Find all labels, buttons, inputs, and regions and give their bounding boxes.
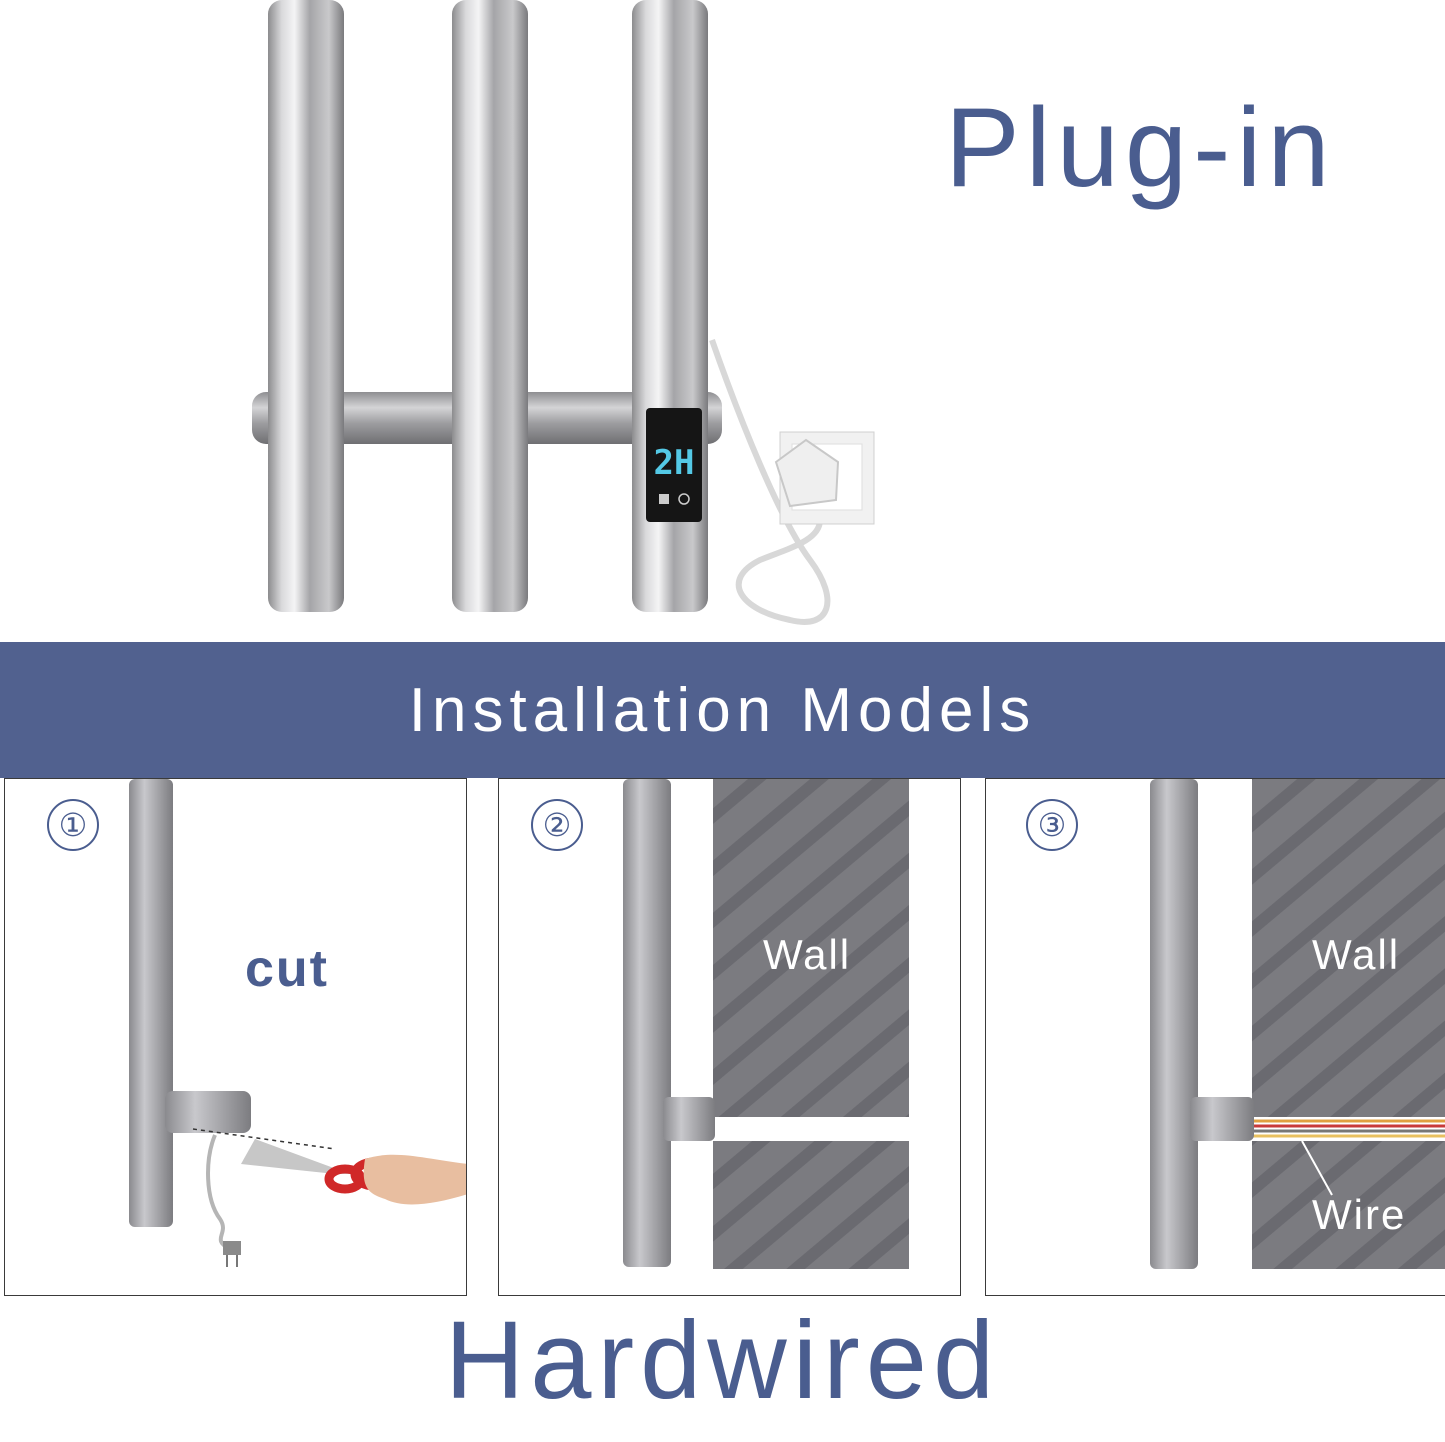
banner-title: Installation Models	[408, 676, 1037, 745]
wall-label: Wall	[763, 931, 852, 978]
wall-lower	[713, 1141, 909, 1269]
wall-upper	[1252, 779, 1445, 1117]
plug	[223, 1241, 241, 1255]
hardwire-illustration	[1150, 779, 1445, 1269]
vertical-tube-1	[268, 0, 344, 612]
wall-mount-illustration	[623, 779, 909, 1269]
step-number-1: ①	[47, 799, 99, 851]
scissors-blade	[241, 1139, 350, 1174]
power-cord	[709, 339, 831, 625]
display-readout: 2H	[654, 443, 695, 483]
connector	[663, 1097, 715, 1141]
grid-icon	[659, 494, 669, 504]
power-icon	[678, 493, 690, 505]
install-panel-wall-plug: ② Wall	[498, 778, 961, 1296]
tube	[1150, 779, 1198, 1269]
plugin-title: Plug-in	[945, 85, 1336, 210]
plug	[774, 438, 840, 508]
control-panel	[646, 408, 702, 522]
power-cord	[206, 1134, 231, 1251]
connector	[1190, 1097, 1254, 1141]
towel-warmer-plugin-illustration: 2H	[252, 0, 875, 625]
step-number-3: ③	[1026, 799, 1078, 851]
wire-label: Wire	[1312, 1191, 1407, 1238]
wall-upper	[713, 779, 909, 1117]
hardwired-title: Hardwired	[444, 1299, 1001, 1422]
wall-lower	[1252, 1141, 1445, 1269]
cut-label: cut	[245, 940, 329, 998]
wall-label: Wall	[1312, 931, 1401, 978]
tube	[623, 779, 671, 1267]
hero-section: 2H	[0, 0, 1445, 640]
installation-banner: Installation Models	[0, 642, 1445, 778]
connector	[165, 1091, 251, 1133]
install-panel-cut: ① cut	[4, 778, 467, 1296]
install-panel-wire: ③ Wall Wire	[985, 778, 1445, 1296]
wire-pointer	[1301, 1140, 1333, 1196]
tube	[129, 779, 173, 1227]
vertical-tube-2	[452, 0, 528, 612]
step-number-2: ②	[531, 799, 583, 851]
hand	[363, 1154, 466, 1205]
cut-cord-illustration	[129, 779, 466, 1267]
